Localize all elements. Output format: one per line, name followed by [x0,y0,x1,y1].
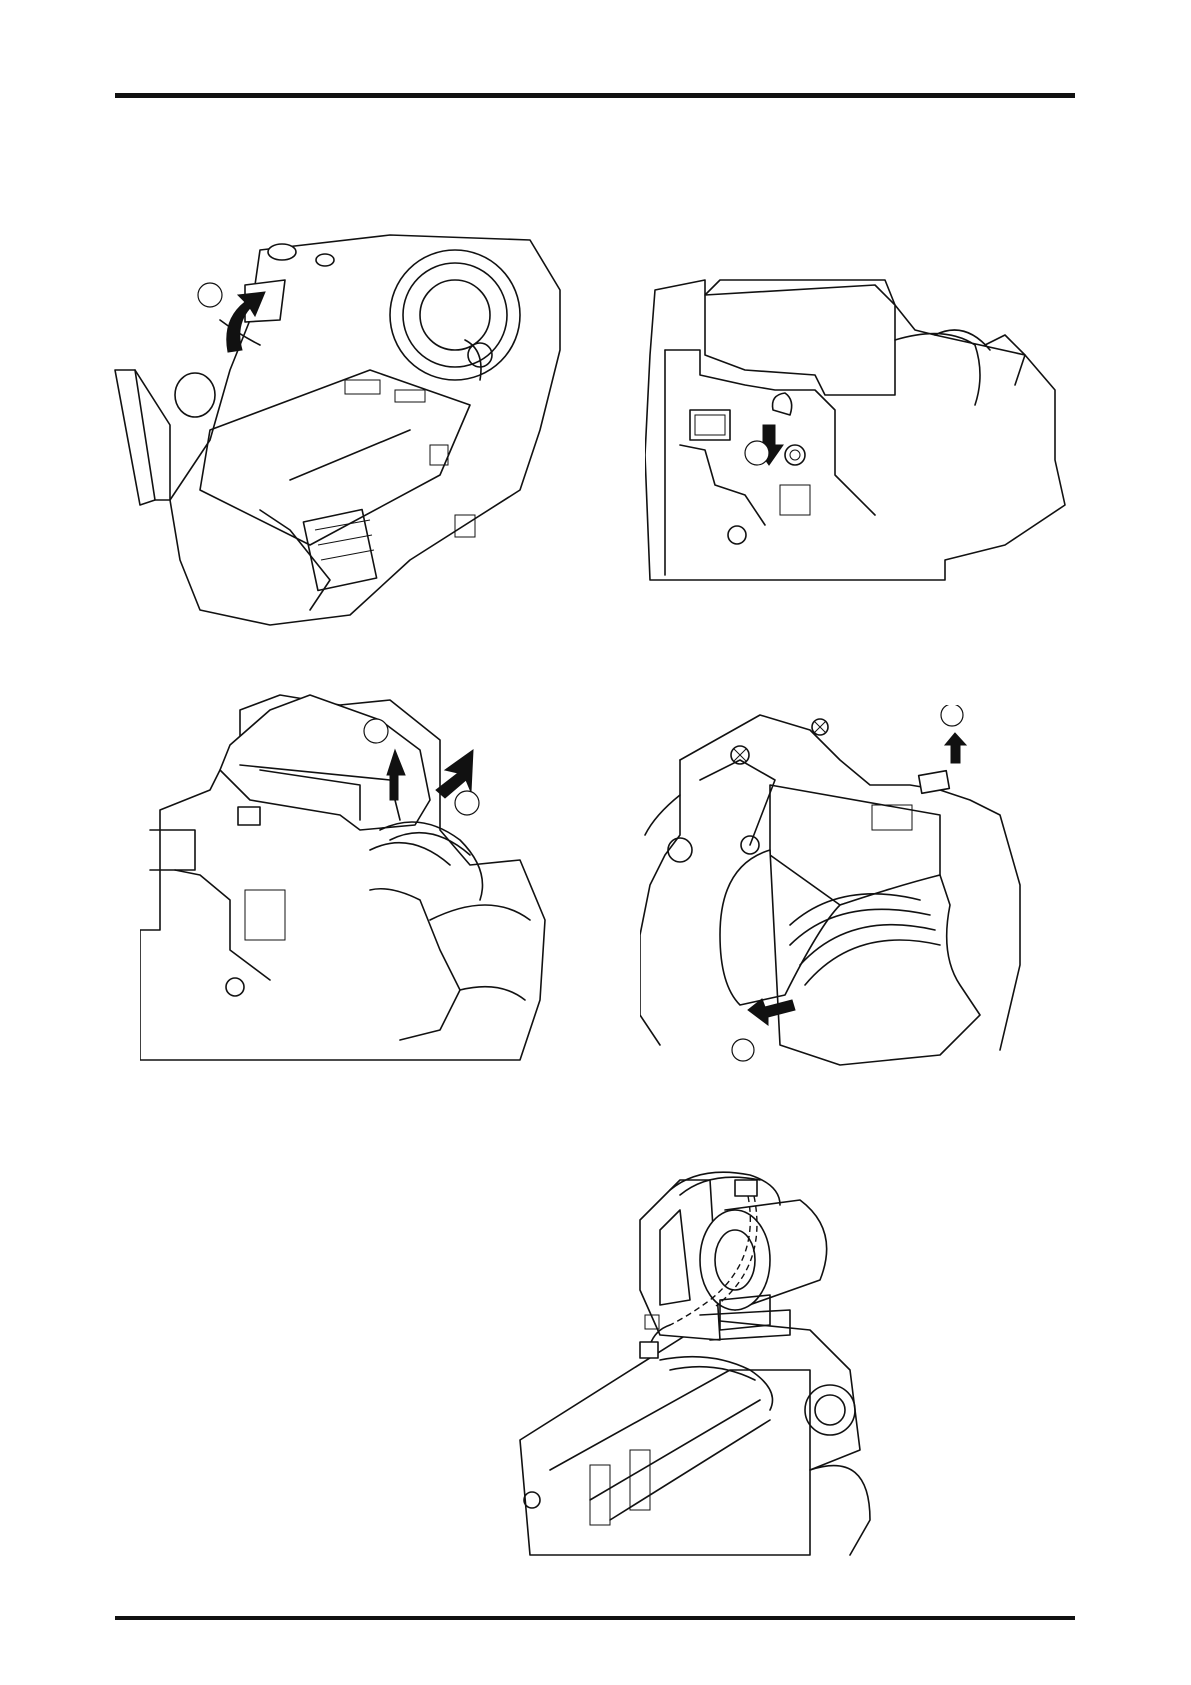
figure-2-illustration [645,275,1075,585]
figure-4-illustration [640,705,1070,1070]
callout-circle [941,705,963,726]
header-rule [115,93,1075,98]
figure-5-drawing [510,1170,910,1560]
callout-circle [198,283,222,307]
footer-rule [115,1616,1075,1620]
callout-circle [455,791,479,815]
figure-5-illustration [510,1170,910,1560]
figure-1-drawing [110,230,570,650]
callout-circle [745,441,769,465]
callout-circle [364,719,388,743]
figure-4-drawing [640,705,1070,1070]
figure-1-illustration [110,230,570,650]
figure-3-illustration [140,690,580,1065]
figure-2-drawing [645,275,1075,585]
figure-3-drawing [140,690,580,1065]
callout-circle [732,1039,754,1061]
